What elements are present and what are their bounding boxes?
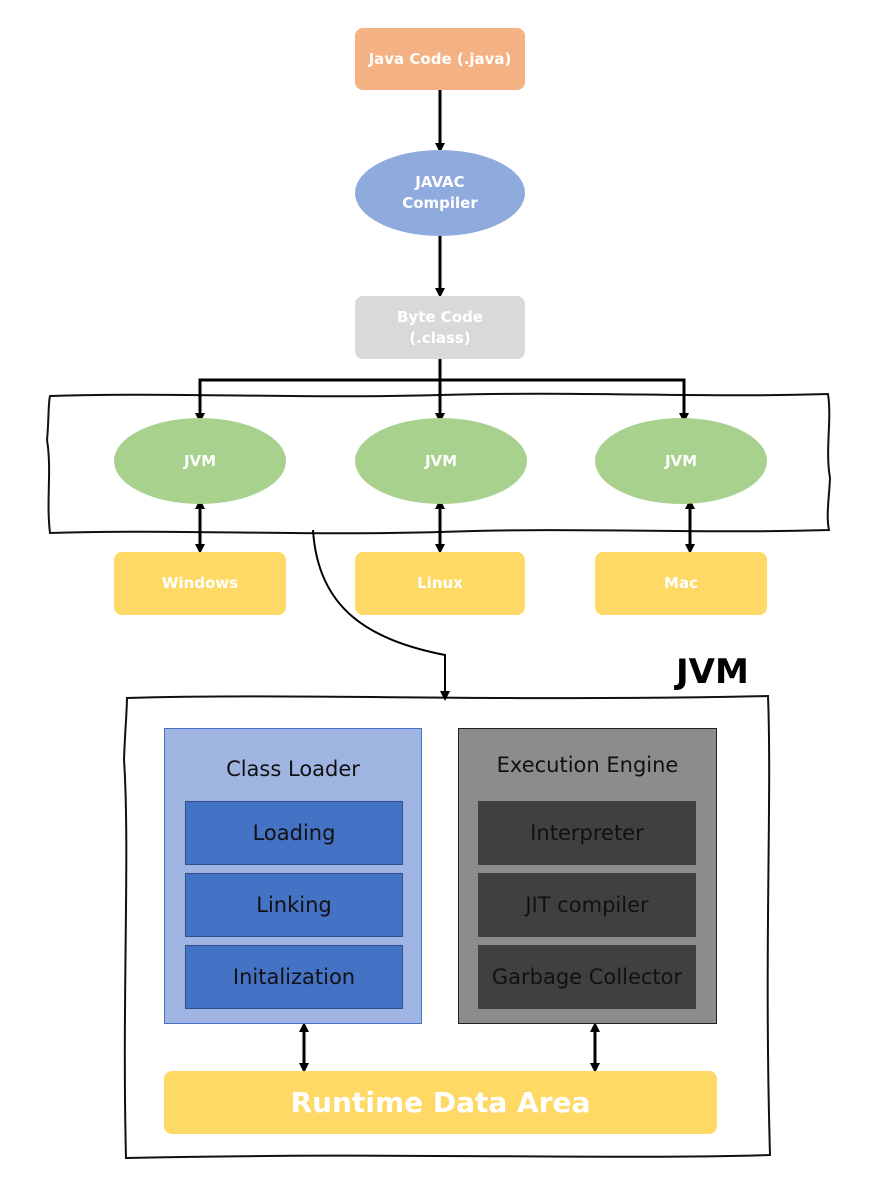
runtime-data-area-label: Runtime Data Area — [290, 1086, 591, 1119]
byte-code-node: Byte Code (.class) — [355, 296, 525, 359]
jvm-node-linux: JVM — [355, 418, 527, 504]
class-loader-step-loading: Loading — [185, 801, 403, 865]
class-loader-panel: Class Loader Loading Linking Initalizati… — [164, 728, 422, 1024]
part-label: JIT compiler — [525, 893, 649, 917]
byte-code-label: Byte Code (.class) — [396, 307, 483, 347]
step-label: Linking — [256, 893, 332, 917]
jvm-label: JVM — [424, 451, 458, 470]
class-loader-title: Class Loader — [226, 757, 360, 781]
jvm-detail-frame — [122, 694, 772, 1160]
curve-to-jvm-detail — [312, 529, 450, 701]
jvm-label: JVM — [183, 451, 217, 470]
jvm-node-windows: JVM — [114, 418, 286, 504]
java-code-label: Java Code (.java) — [368, 49, 512, 68]
part-label: Interpreter — [530, 821, 644, 845]
java-code-node: Java Code (.java) — [355, 28, 525, 90]
exec-part-jit: JIT compiler — [478, 873, 696, 937]
class-loader-step-linking: Linking — [185, 873, 403, 937]
step-label: Initalization — [232, 965, 356, 989]
jvm-detail-title: JVM — [676, 652, 749, 692]
bytecode-branch-line — [195, 378, 689, 423]
os-label: Mac — [664, 574, 698, 592]
runtime-data-area: Runtime Data Area — [164, 1071, 717, 1134]
javac-node: JAVAC Compiler — [355, 150, 525, 236]
execution-engine-title: Execution Engine — [496, 753, 679, 777]
execution-engine-panel: Execution Engine Interpreter JIT compile… — [458, 728, 717, 1024]
os-windows-node: Windows — [114, 552, 286, 615]
exec-part-interpreter: Interpreter — [478, 801, 696, 865]
step-label: Loading — [252, 821, 336, 845]
jvm-node-mac: JVM — [595, 418, 767, 504]
class-loader-step-initialization: Initalization — [185, 945, 403, 1009]
javac-label: JAVAC Compiler — [402, 173, 478, 212]
os-label: Windows — [161, 574, 239, 592]
os-mac-node: Mac — [595, 552, 767, 615]
jvm-label: JVM — [664, 451, 698, 470]
exec-part-gc: Garbage Collector — [478, 945, 696, 1009]
part-label: Garbage Collector — [491, 965, 683, 989]
os-linux-node: Linux — [355, 552, 525, 615]
os-label: Linux — [417, 574, 463, 592]
